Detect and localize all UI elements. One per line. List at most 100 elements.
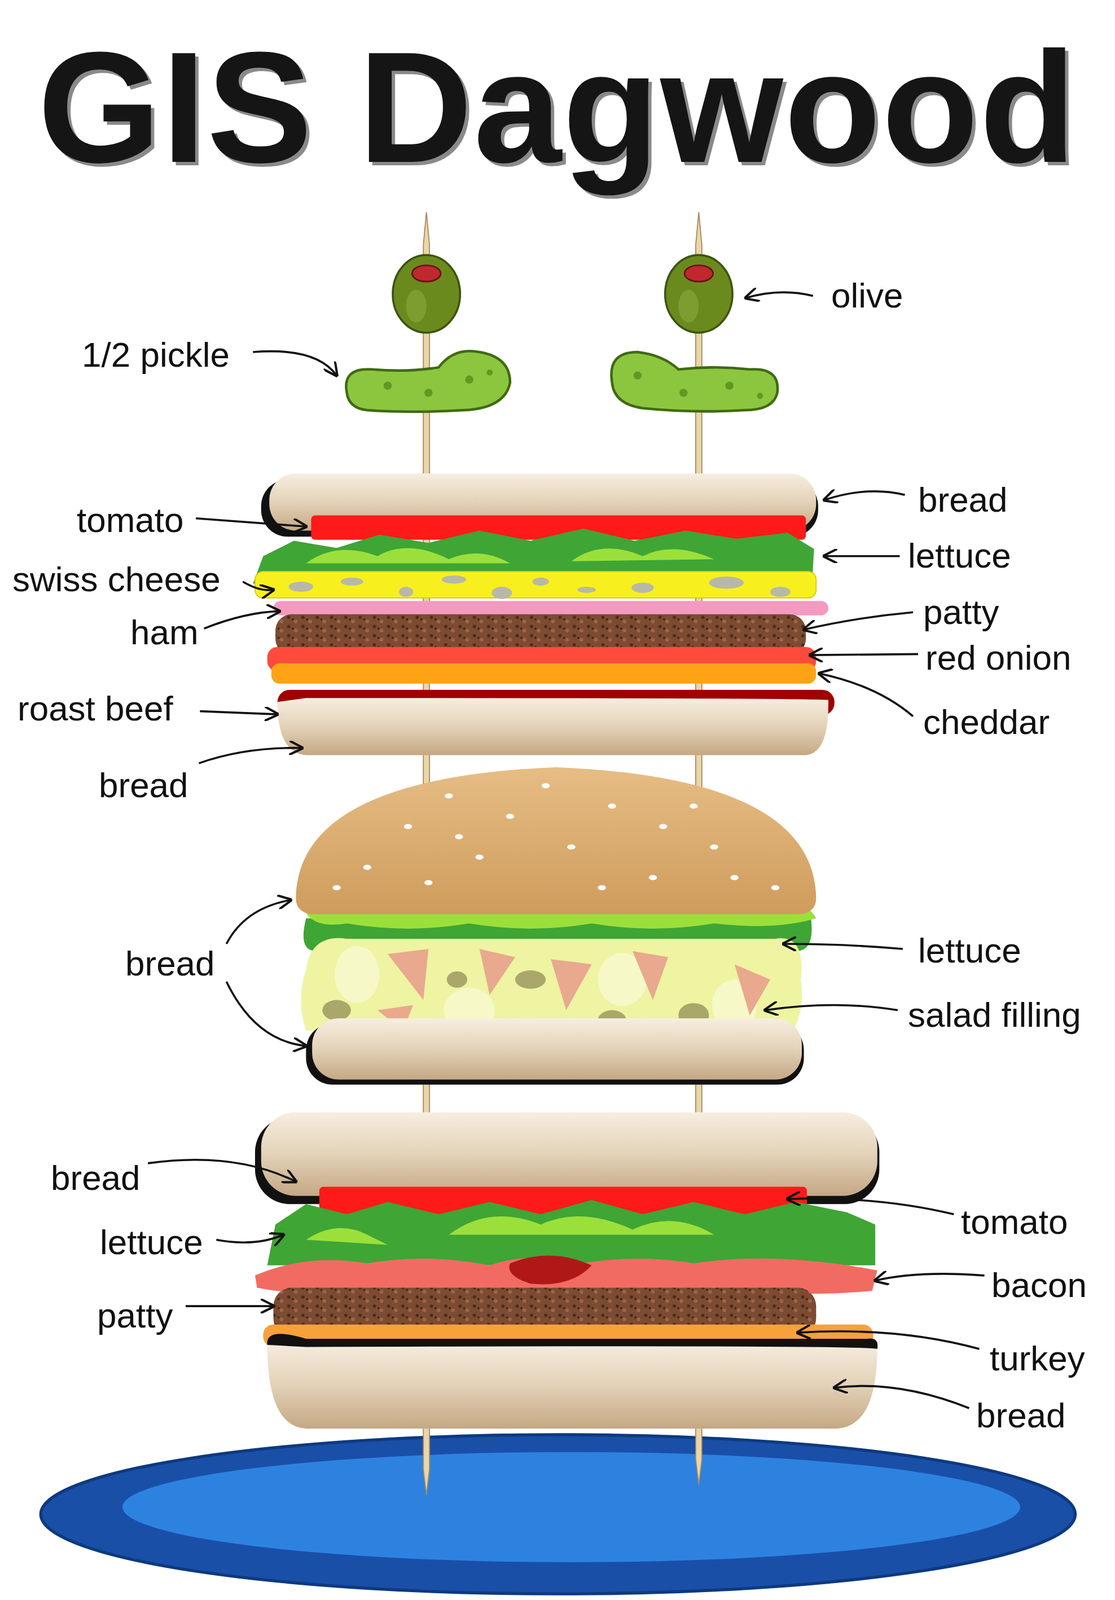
pickle: [345, 350, 778, 412]
pickle: [345, 350, 511, 412]
part-label: red onion: [925, 638, 1072, 678]
leader-line: [783, 944, 903, 950]
top-sandwich: [252, 473, 834, 755]
top-sandwich: [770, 586, 791, 597]
leader-line: [765, 1005, 898, 1011]
part-label: swiss cheese: [12, 560, 221, 599]
part-label: tomato: [960, 1203, 1069, 1242]
part-label: ham: [130, 613, 199, 652]
middle-sandwich: [295, 767, 816, 1085]
middle-sandwich: [689, 803, 698, 809]
plate: [40, 1434, 1075, 1595]
pickle: [633, 371, 642, 380]
leader-line: [242, 581, 274, 591]
leader-line: [809, 653, 919, 656]
bottom-sandwich: [266, 1333, 878, 1350]
leader-line: [195, 518, 306, 527]
part-label: bread: [125, 944, 215, 983]
middle-sandwich: [607, 803, 616, 809]
leader-line: [824, 491, 906, 500]
middle-sandwich: [567, 844, 575, 850]
middle-sandwich: [444, 793, 453, 799]
middle-sandwich: [475, 854, 484, 860]
middle-sandwich: [597, 885, 606, 891]
top-sandwich: [631, 582, 654, 594]
middle-sandwich: [730, 875, 739, 881]
olive: [411, 265, 441, 282]
middle-sandwich: [446, 971, 468, 989]
middle-sandwich: [734, 964, 771, 1016]
top-sandwich: [255, 571, 816, 599]
leader-line: [185, 1305, 274, 1308]
leader-line: [147, 292, 985, 1409]
leader-line: [804, 612, 913, 630]
middle-sandwich: [709, 844, 718, 850]
leader-line: [199, 711, 278, 715]
part-label: tomato: [76, 501, 184, 540]
part-label: bacon: [991, 1266, 1087, 1305]
part-label: lettuce: [918, 931, 1022, 970]
pickle: [725, 381, 733, 390]
bottom-sandwich: [255, 1112, 880, 1429]
middle-sandwich: [771, 885, 780, 891]
top-sandwich: [441, 575, 467, 584]
leader-line: [216, 1234, 284, 1243]
top-sandwich: [277, 698, 829, 755]
middle-sandwich: [632, 951, 669, 1001]
leader-line: [819, 673, 913, 717]
middle-sandwich: [424, 880, 433, 886]
middle-sandwich: [404, 824, 412, 830]
leader-line: [834, 1386, 970, 1409]
top-sandwich: [340, 577, 364, 586]
top-sandwich: [577, 586, 596, 594]
leader-line: [824, 555, 901, 558]
pickle: [424, 388, 433, 397]
middle-sandwich: [332, 783, 780, 891]
pickle: [383, 381, 392, 390]
part-label: cheddar: [923, 703, 1050, 742]
bottom-sandwich: [508, 1256, 592, 1285]
part-label: bread: [976, 1396, 1066, 1435]
bottom-sandwich: [448, 1216, 714, 1236]
olive: [665, 255, 733, 333]
middle-sandwich: [506, 813, 515, 819]
plate: [122, 1452, 1021, 1563]
part-label: salad filling: [907, 995, 1082, 1035]
leader-line: [787, 1198, 955, 1215]
middle-sandwich: [550, 959, 592, 1011]
middle-sandwich: [295, 767, 816, 915]
middle-sandwich: [387, 949, 429, 1000]
part-label: bread: [918, 480, 1008, 520]
middle-sandwich: [363, 865, 372, 871]
leader-line: [226, 900, 291, 945]
part-label: olive: [831, 276, 904, 315]
leader-line: [252, 351, 337, 376]
top-sandwich: [305, 548, 511, 564]
olive: [392, 255, 460, 333]
pickle: [464, 375, 473, 384]
olive: [684, 265, 714, 282]
leader-line: [204, 611, 280, 629]
bottom-sandwich: [305, 1228, 388, 1246]
bottom-sandwich: [267, 1200, 876, 1266]
part-label: bread: [50, 1159, 141, 1198]
pickle: [611, 352, 778, 412]
middle-sandwich: [515, 970, 546, 990]
leader-line: [745, 292, 814, 298]
olive: [406, 290, 427, 323]
middle-sandwich: [541, 783, 550, 789]
part-label: patty: [923, 593, 999, 632]
title: GIS Dagwood: [37, 28, 1078, 187]
leader-line: [226, 981, 306, 1047]
pickle: [679, 388, 688, 397]
leader-line: [147, 1160, 296, 1183]
middle-sandwich: [454, 834, 463, 840]
top-sandwich: [288, 581, 314, 592]
middle-sandwich: [659, 824, 667, 830]
bottom-sandwich: [261, 1112, 878, 1196]
part-label: lettuce: [99, 1223, 204, 1262]
part-label: roast beef: [17, 689, 174, 728]
middle-sandwich: [334, 946, 380, 1004]
top-sandwich: [398, 586, 414, 597]
plate: [40, 1434, 1075, 1595]
